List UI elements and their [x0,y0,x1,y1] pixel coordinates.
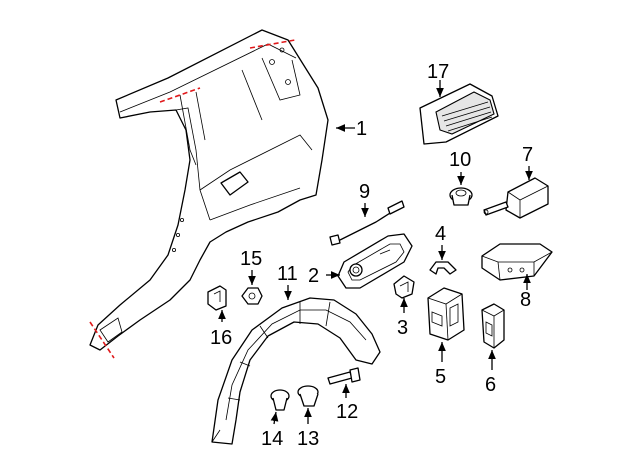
callout-9: 9 [359,181,370,217]
grommet-part-10[interactable] [449,187,473,206]
callout-17: 17 [427,61,449,97]
callout-10: 10 [449,149,471,185]
callout-6: 6 [485,350,496,396]
fuel-filler-housing-part-2[interactable] [337,233,413,289]
callout-17-label: 17 [427,61,449,83]
callout-15: 15 [240,248,262,285]
callout-2: 2 [308,265,340,287]
door-actuator-part-7[interactable] [483,177,549,219]
callout-6-label: 6 [485,374,496,396]
callout-11-label: 11 [277,263,298,285]
callout-9-label: 9 [359,181,370,203]
callout-4-label: 4 [435,223,446,245]
callout-16-label: 16 [210,327,232,349]
callout-3-label: 3 [397,317,408,339]
wheelhouse-liner-part-11[interactable] [211,297,381,445]
callout-10-label: 10 [449,149,471,171]
callout-16: 16 [210,310,232,349]
bump-stop-part-4[interactable] [429,261,457,275]
callout-8: 8 [520,274,531,311]
callout-1: 1 [336,118,367,140]
callout-8-label: 8 [520,289,531,311]
callout-13-label: 13 [297,428,319,450]
nut-part-15[interactable] [241,287,263,305]
bracket-part-5[interactable] [427,287,465,341]
support-bracket-part-8[interactable] [481,243,553,281]
callout-12-label: 12 [336,401,358,423]
push-clip-part-13[interactable] [297,385,319,407]
callout-7-label: 7 [522,144,533,166]
callout-1-label: 1 [356,118,367,140]
callout-13: 13 [297,408,319,450]
callout-15-label: 15 [240,248,262,270]
release-cable-part-9[interactable] [329,200,405,246]
callout-5-label: 5 [435,366,446,388]
callout-14-label: 14 [261,428,283,450]
callout-5: 5 [435,342,446,388]
callout-11: 11 [277,263,298,300]
clip-part-16[interactable] [207,285,227,311]
push-clip-part-14[interactable] [270,389,290,411]
callout-4: 4 [435,223,446,260]
vent-grille-part-17[interactable] [419,83,499,145]
callout-2-label: 2 [308,265,319,287]
callout-3: 3 [397,298,408,339]
screw-part-12[interactable] [327,367,361,385]
callout-12: 12 [336,384,358,423]
bracket-part-6[interactable] [481,303,505,349]
hinge-clip-part-3[interactable] [393,275,415,299]
quarter-panel-part-1[interactable] [89,29,329,359]
callout-14: 14 [261,411,283,450]
callout-7: 7 [522,144,533,180]
